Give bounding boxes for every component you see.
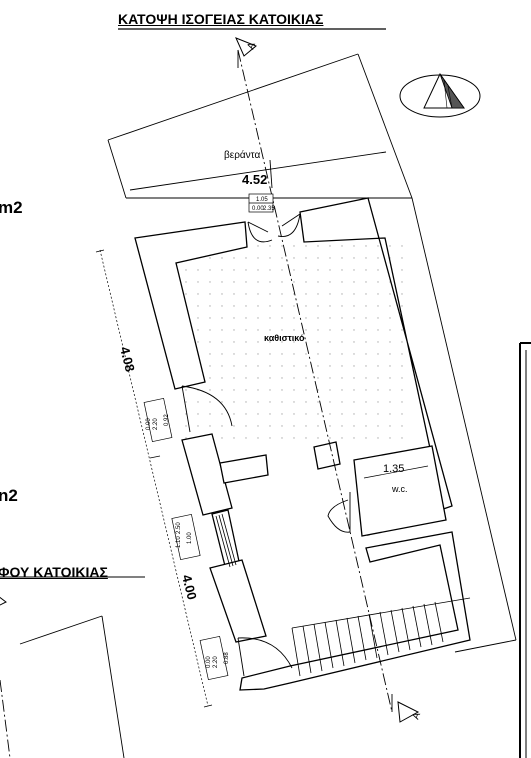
door-left-width: 0.92 [164, 414, 170, 426]
dimension-length-upper: 4.08 [117, 345, 138, 373]
door-bottom-width: 0.88 [224, 652, 230, 664]
floor-finish [180, 240, 410, 440]
walls [134, 197, 471, 691]
window-hatch [215, 513, 237, 568]
window-left-width: 1.00 [187, 532, 193, 544]
door-left-height: 2.20 [153, 418, 159, 430]
door-top-height: 2.35 [263, 206, 275, 212]
room-label-wc: w.c. [391, 484, 408, 494]
door-bottom-sill: 0.00 [206, 656, 212, 668]
area-unit-label-2: n2 [0, 486, 18, 505]
veranda-outline [107, 53, 413, 199]
door-top-sill: 0.00 [252, 206, 264, 212]
section-line [235, 37, 420, 723]
dimension-lines [95, 249, 429, 708]
second-plan-title: ΦΟΥ ΚΑΤΟΙΚΙΑΣ [0, 564, 108, 580]
opening-tag-boxes [143, 193, 274, 681]
section-marker-bottom: A [410, 711, 423, 721]
window-left-sill: 1.10 [176, 536, 182, 548]
door-bottom-height: 2.20 [213, 656, 219, 668]
plot-boundary [411, 197, 517, 653]
door-left-sill: 0.00 [146, 418, 152, 430]
dimension-wc-width: 1.35 [383, 463, 404, 475]
door-top-width: 1.05 [256, 197, 268, 203]
stairs [291, 597, 471, 677]
dimension-length-lower: 4.00 [179, 573, 200, 601]
north-arrow-icon [399, 73, 481, 118]
plan-title: ΚΑΤΟΨΗ ΙΣΟΓΕΙΑΣ ΚΑΤΟΙΚΙΑΣ [118, 11, 324, 27]
section-marker-top: A [245, 41, 258, 51]
second-plan-fragment [0, 576, 145, 758]
room-label-veranda: βεράντα [224, 149, 260, 161]
area-unit-label: m2 [0, 198, 23, 217]
adjacent-drawing-fragment [519, 342, 531, 758]
room-label-living: καθιστικό [264, 333, 305, 343]
door-swings [181, 213, 351, 677]
window-left-height: 2.50 [176, 522, 182, 534]
dimension-width-top: 4.52 [242, 172, 267, 187]
